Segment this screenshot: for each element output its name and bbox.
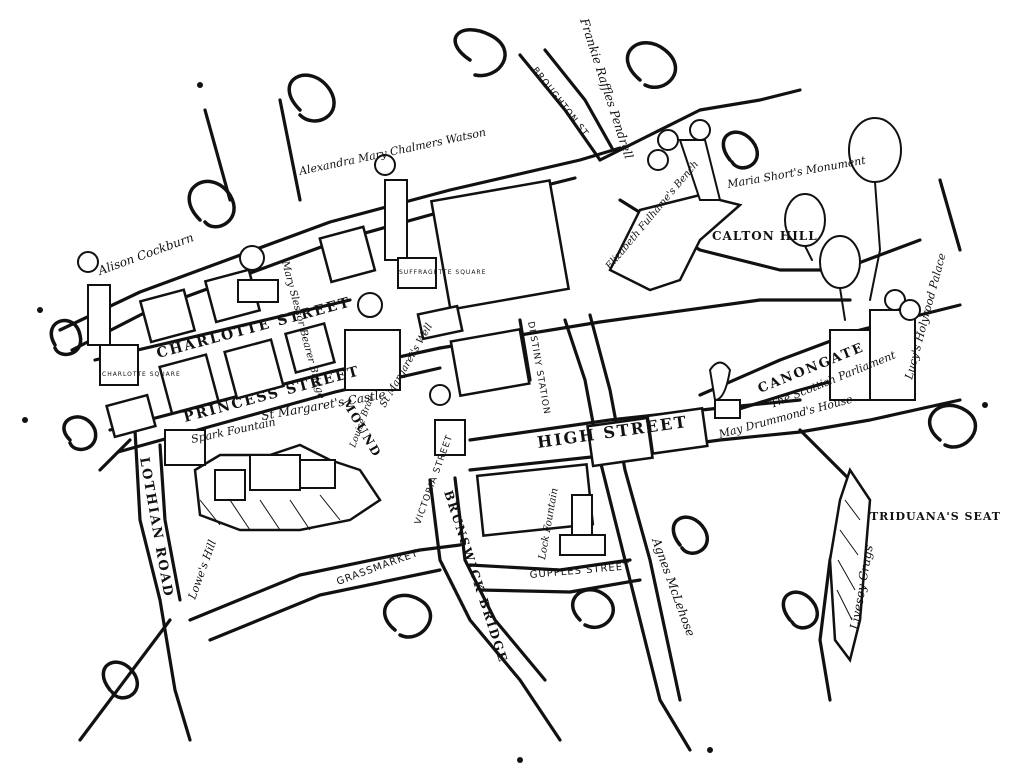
balloons — [784, 117, 902, 321]
street-label-gupples: GUPPLES STREET — [529, 561, 630, 581]
triduana-label: TRIDUANA'S SEAT — [870, 510, 1001, 523]
st-margarets-castle — [193, 443, 382, 532]
calton-hill-label: CALTON HILL — [712, 229, 818, 243]
calton-hill: CALTON HILL — [608, 119, 818, 292]
statues — [77, 154, 921, 556]
suffragette-square-label: SUFFRAGETTE SQUARE — [399, 269, 486, 276]
livesey-crags — [828, 467, 872, 663]
city-blocks — [105, 178, 709, 537]
label-maria: Maria Short's Monument — [725, 154, 867, 191]
street-label-broughton: BROUGHTON ST. — [530, 66, 592, 142]
decorative-swirls — [22, 28, 988, 763]
charlotte-square-label: CHARLOTTE SQUARE — [102, 371, 181, 378]
label-alison: Alison Cockburn — [95, 230, 195, 278]
label-liverpool: Lowe's Hill — [185, 538, 219, 602]
